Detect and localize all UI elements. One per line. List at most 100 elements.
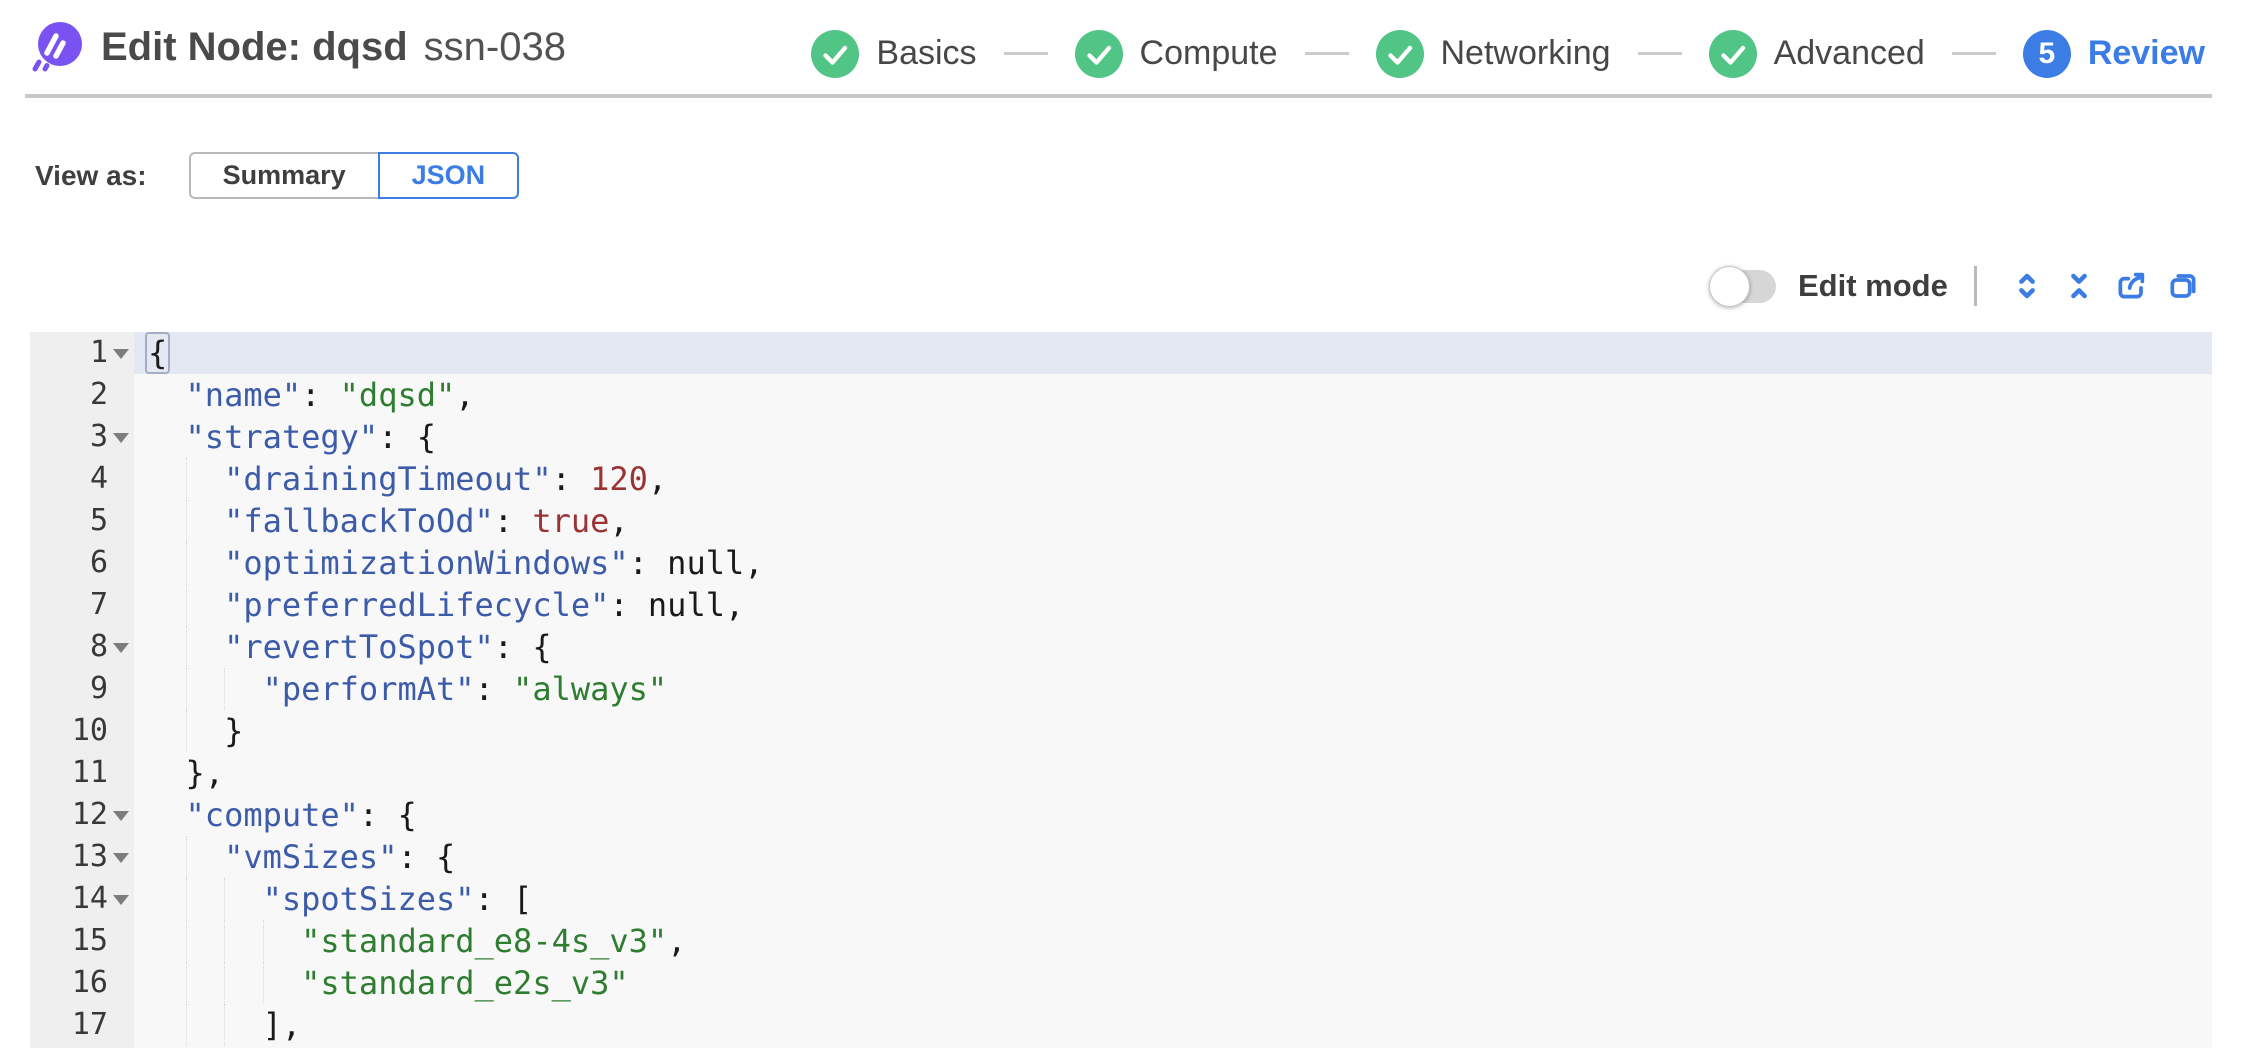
indent-guide [147, 374, 186, 416]
line-number: 9 [89, 671, 108, 706]
json-button[interactable]: JSON [377, 152, 520, 199]
indent-guide [185, 584, 225, 626]
token-pun: : [493, 502, 533, 540]
token-key: "revertToSpot" [224, 628, 494, 666]
export-icon [2118, 272, 2145, 299]
indent-guide [262, 920, 302, 962]
line-number: 2 [89, 377, 108, 412]
indent-guide [224, 668, 263, 710]
indent-guide [147, 542, 186, 584]
code-line: "spotSizes": [ [134, 878, 2212, 920]
indent-guide [224, 878, 263, 920]
indent-guide [147, 710, 186, 752]
code-line: "performAt": "always" [134, 668, 2212, 710]
check-icon [1074, 29, 1123, 78]
indent-guide [147, 836, 186, 878]
token-key: "vmSizes" [224, 838, 398, 876]
indent-guide [185, 458, 225, 500]
token-pun: : [301, 376, 340, 414]
token-brk: { [145, 332, 171, 374]
step-basics[interactable]: Basics [811, 29, 977, 78]
step-label: Compute [1139, 34, 1278, 72]
indent-guide [147, 626, 186, 668]
fold-arrow-icon[interactable] [113, 433, 129, 443]
token-key: "optimizationWindows" [224, 544, 629, 582]
token-pun: ], [262, 1006, 302, 1044]
step-advanced[interactable]: Advanced [1708, 29, 1925, 78]
node-id: ssn-038 [423, 25, 566, 69]
export-button[interactable] [2105, 264, 2157, 308]
summary-button[interactable]: Summary [188, 152, 378, 199]
edit-mode-toggle[interactable] [1709, 265, 1776, 307]
token-pun: , [647, 460, 668, 498]
token-pun: }, [185, 754, 225, 792]
indent-guide [185, 710, 225, 752]
check-icon [1375, 29, 1424, 78]
expand-all-button[interactable] [2001, 264, 2053, 308]
copy-button[interactable] [2157, 264, 2209, 308]
token-pun: : { [397, 838, 456, 876]
collapse-all-icon [2070, 273, 2087, 299]
indent-guide [185, 962, 225, 1004]
fold-arrow-icon[interactable] [113, 895, 129, 905]
indent-guide [185, 920, 225, 962]
token-pun: : [551, 460, 591, 498]
expand-all-icon [2018, 273, 2035, 299]
token-key: "strategy" [185, 418, 379, 456]
line-number: 16 [71, 965, 108, 1000]
step-label: Networking [1440, 34, 1611, 72]
indent-guide [262, 962, 302, 1004]
fold-arrow-icon[interactable] [113, 853, 129, 863]
token-str: "dqsd" [339, 376, 456, 414]
token-num: 120 [590, 460, 648, 498]
indent-guide [185, 878, 225, 920]
indent-guide [185, 836, 225, 878]
indent-guide [147, 920, 186, 962]
step-label: Review [2087, 34, 2205, 72]
code-line: "compute": { [134, 794, 2212, 836]
code-line: "name": "dqsd", [134, 374, 2212, 416]
fold-arrow-icon[interactable] [113, 349, 129, 359]
indent-guide [147, 1004, 186, 1046]
token-pun: } [224, 712, 244, 750]
indent-guide [147, 416, 186, 458]
step-networking[interactable]: Networking [1375, 29, 1611, 78]
fold-arrow-icon[interactable] [113, 643, 129, 653]
indent-guide [147, 878, 186, 920]
editor-code-area[interactable]: {"name": "dqsd","strategy": {"drainingTi… [134, 332, 2212, 1048]
token-nul: null [647, 586, 725, 624]
token-pun: : [628, 544, 668, 582]
line-number: 3 [30, 416, 134, 458]
collapse-all-button[interactable] [2053, 264, 2105, 308]
token-pun: : { [493, 628, 552, 666]
indent-guide [185, 668, 225, 710]
step-compute[interactable]: Compute [1074, 29, 1278, 78]
view-as-row: View as: Summary JSON [35, 152, 520, 199]
token-pun: , [609, 502, 629, 540]
line-number: 17 [71, 1007, 108, 1042]
edit-mode-label: Edit mode [1798, 268, 1948, 303]
spot-ocean-logo-icon [32, 22, 82, 72]
step-number-badge: 5 [2022, 29, 2071, 78]
fold-arrow-icon[interactable] [113, 811, 129, 821]
indent-guide [224, 962, 263, 1004]
token-nul: null [667, 544, 745, 582]
step-review[interactable]: 5 Review [2022, 29, 2205, 78]
line-number: 12 [30, 794, 134, 836]
token-str: "standard_e8-4s_v3" [301, 922, 668, 960]
indent-guide [147, 668, 186, 710]
line-number: 8 [30, 626, 134, 668]
line-number: 5 [89, 503, 108, 538]
indent-guide [185, 542, 225, 584]
view-as-button-group: Summary JSON [188, 152, 520, 199]
step-connector [1003, 52, 1048, 55]
token-pun: , [455, 376, 475, 414]
token-key: "fallbackToOd" [224, 502, 494, 540]
toggle-knob[interactable] [1709, 265, 1750, 307]
token-bool: true [532, 502, 610, 540]
editor-toolbar: Edit mode [1709, 260, 2209, 312]
line-number: 1 [30, 332, 134, 374]
indent-guide [147, 458, 186, 500]
